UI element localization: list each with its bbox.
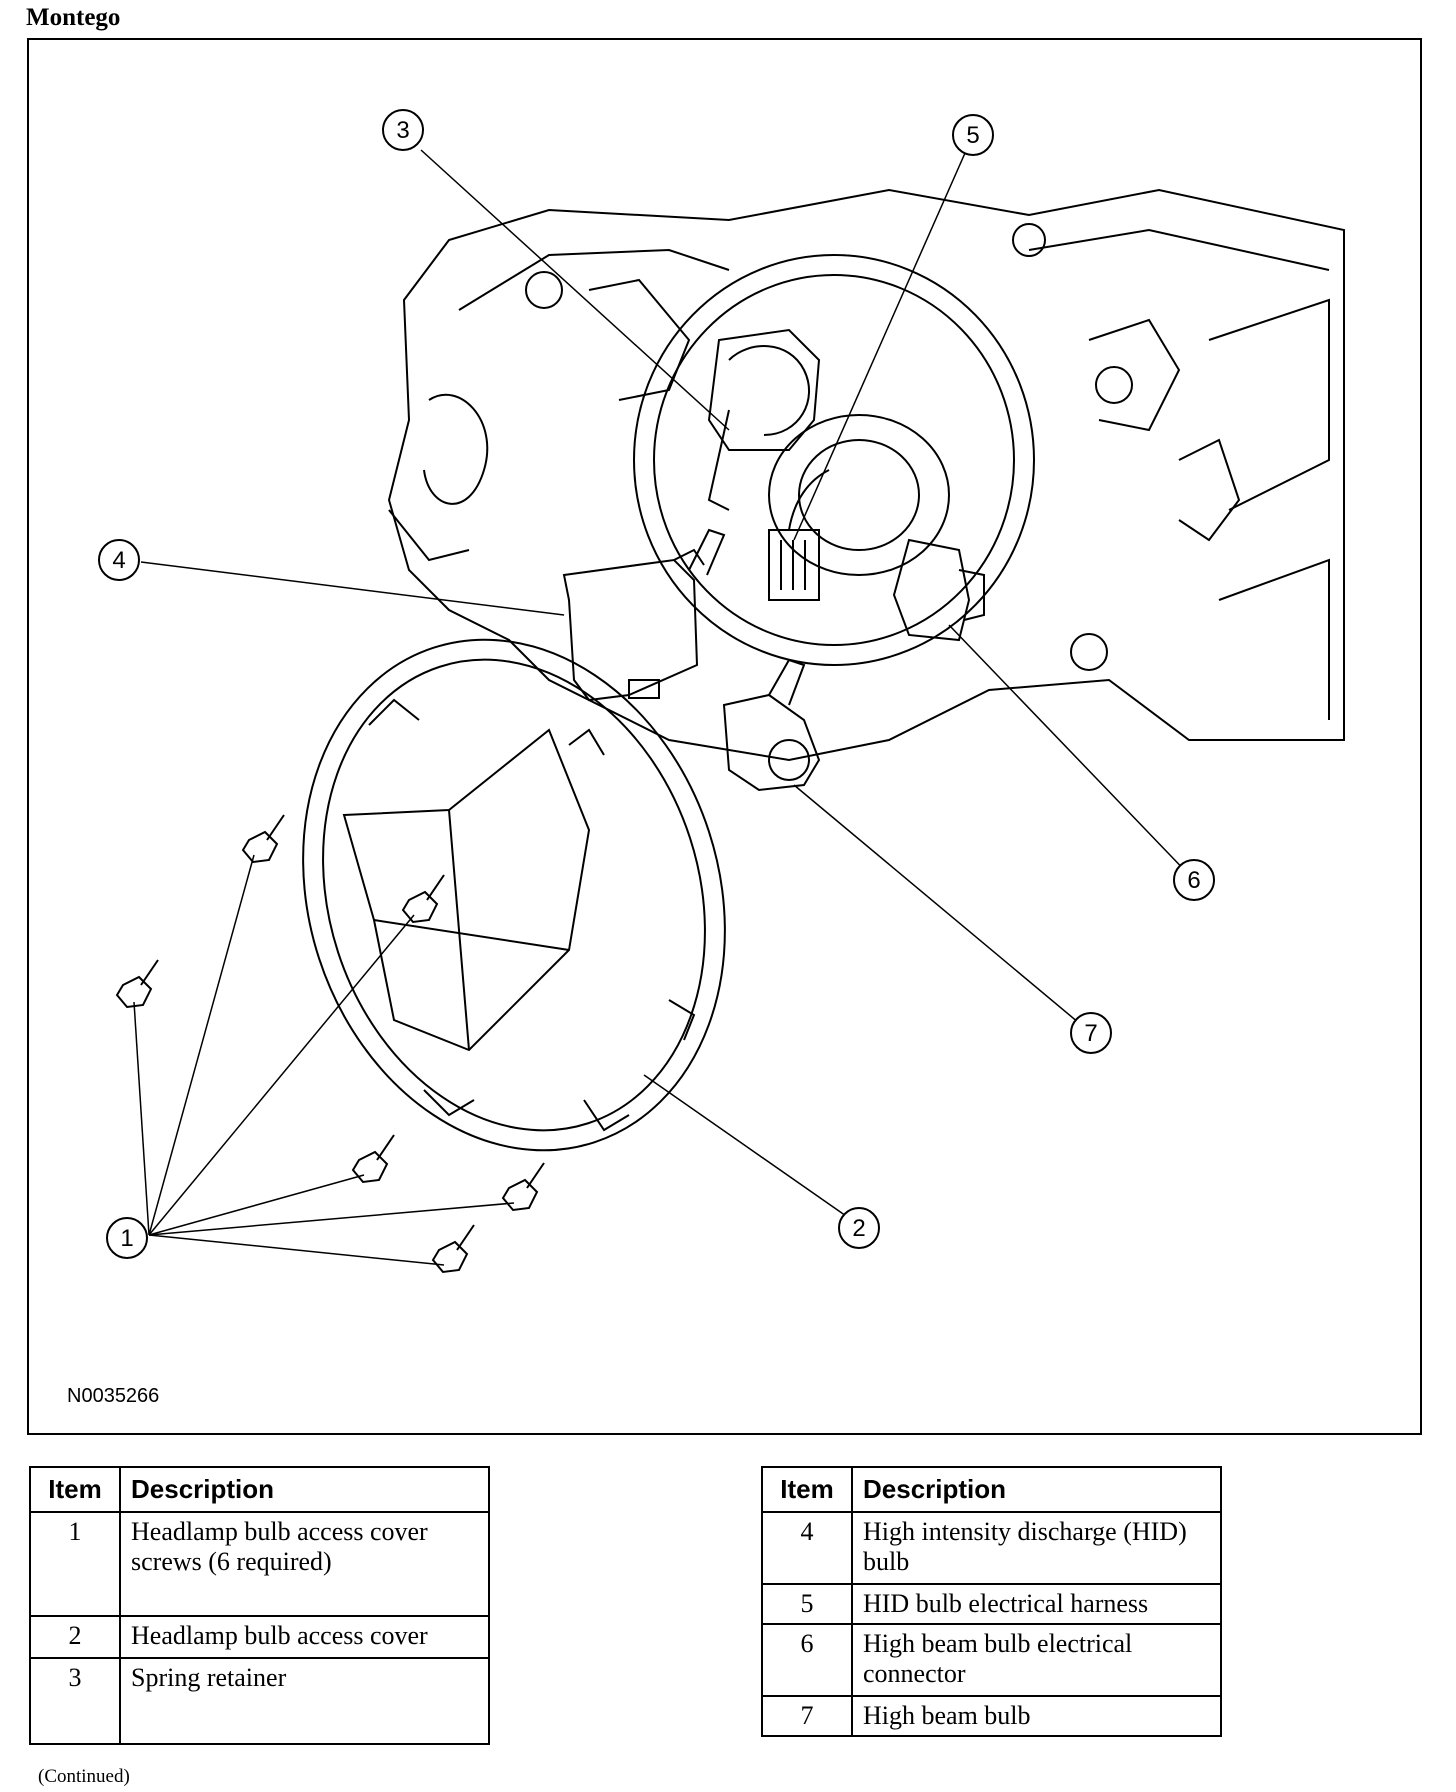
table-row: 3 Spring retainer [29, 1657, 490, 1745]
table-row: 5 HID bulb electrical harness [761, 1583, 1222, 1625]
item-number: 7 [761, 1695, 853, 1737]
item-number: 4 [761, 1511, 853, 1585]
items-table-right: Item Description 4 High intensity discha… [761, 1466, 1222, 1737]
callouts: 1 2 3 4 5 6 7 [98, 109, 1215, 1259]
table-row: 7 High beam bulb [761, 1695, 1222, 1737]
item-description: Spring retainer [119, 1657, 490, 1745]
screw [115, 959, 159, 1009]
item-description: High intensity discharge (HID) bulb [851, 1511, 1222, 1585]
item-header: Item [761, 1466, 853, 1513]
callout-2-label: 2 [852, 1215, 865, 1242]
item-number: 3 [29, 1657, 121, 1745]
continued-note: (Continued) [38, 1766, 130, 1787]
item-header: Item [29, 1466, 121, 1513]
callout-1-label: 1 [120, 1225, 133, 1252]
table-row: 4 High intensity discharge (HID) bulb [761, 1511, 1222, 1585]
screw [241, 814, 285, 864]
screw [401, 874, 445, 924]
item-number: 5 [761, 1583, 853, 1625]
item-description: High beam bulb [851, 1695, 1222, 1737]
high-beam-connector [892, 538, 985, 642]
items-table-left: Item Description 1 Headlamp bulb access … [29, 1466, 490, 1745]
item-number: 1 [29, 1511, 121, 1617]
callout-6-label: 6 [1187, 867, 1200, 894]
callout-4: 4 [98, 539, 140, 581]
table-row: 1 Headlamp bulb access cover screws (6 r… [29, 1511, 490, 1617]
item-description: Headlamp bulb access cover [119, 1615, 490, 1659]
callout-6: 6 [1173, 859, 1215, 901]
description-header: Description [119, 1466, 490, 1513]
screw [431, 1224, 475, 1274]
callout-4-label: 4 [112, 547, 125, 574]
figure-id: N0035266 [67, 1385, 160, 1407]
callout-5-label: 5 [966, 122, 979, 149]
table-row: 6 High beam bulb electrical connector [761, 1623, 1222, 1697]
item-number: 2 [29, 1615, 121, 1659]
hid-bulb [562, 528, 726, 702]
headlamp-assembly-illustration: 1 2 3 4 5 6 7 [98, 109, 1345, 1274]
screw [351, 1134, 395, 1184]
illustration-frame: 1 2 3 4 5 6 7 N0035266 [27, 38, 1422, 1435]
callout-5: 5 [952, 114, 994, 156]
callout-7: 7 [1070, 1012, 1112, 1054]
callout-1: 1 [106, 1217, 148, 1259]
spring-retainer [707, 328, 821, 511]
callout-2: 2 [838, 1207, 880, 1249]
table-header-row: Item Description [761, 1466, 1222, 1513]
item-description: High beam bulb electrical connector [851, 1623, 1222, 1697]
screw [501, 1162, 545, 1212]
item-description: HID bulb electrical harness [851, 1583, 1222, 1625]
access-cover [302, 638, 726, 1152]
description-header: Description [851, 1466, 1222, 1513]
headlamp-housing [387, 188, 1345, 762]
page-heading: Montego [26, 4, 121, 31]
table-header-row: Item Description [29, 1466, 490, 1513]
reflector-ring [633, 254, 1035, 666]
high-beam-bulb [722, 658, 821, 792]
item-description: Headlamp bulb access cover screws (6 req… [119, 1511, 490, 1617]
screws [115, 814, 545, 1274]
callout-3-label: 3 [396, 117, 409, 144]
table-row: 2 Headlamp bulb access cover [29, 1615, 490, 1659]
leader-lines [133, 134, 1195, 1266]
item-number: 6 [761, 1623, 853, 1697]
callout-7-label: 7 [1084, 1020, 1097, 1047]
callout-3: 3 [382, 109, 424, 151]
